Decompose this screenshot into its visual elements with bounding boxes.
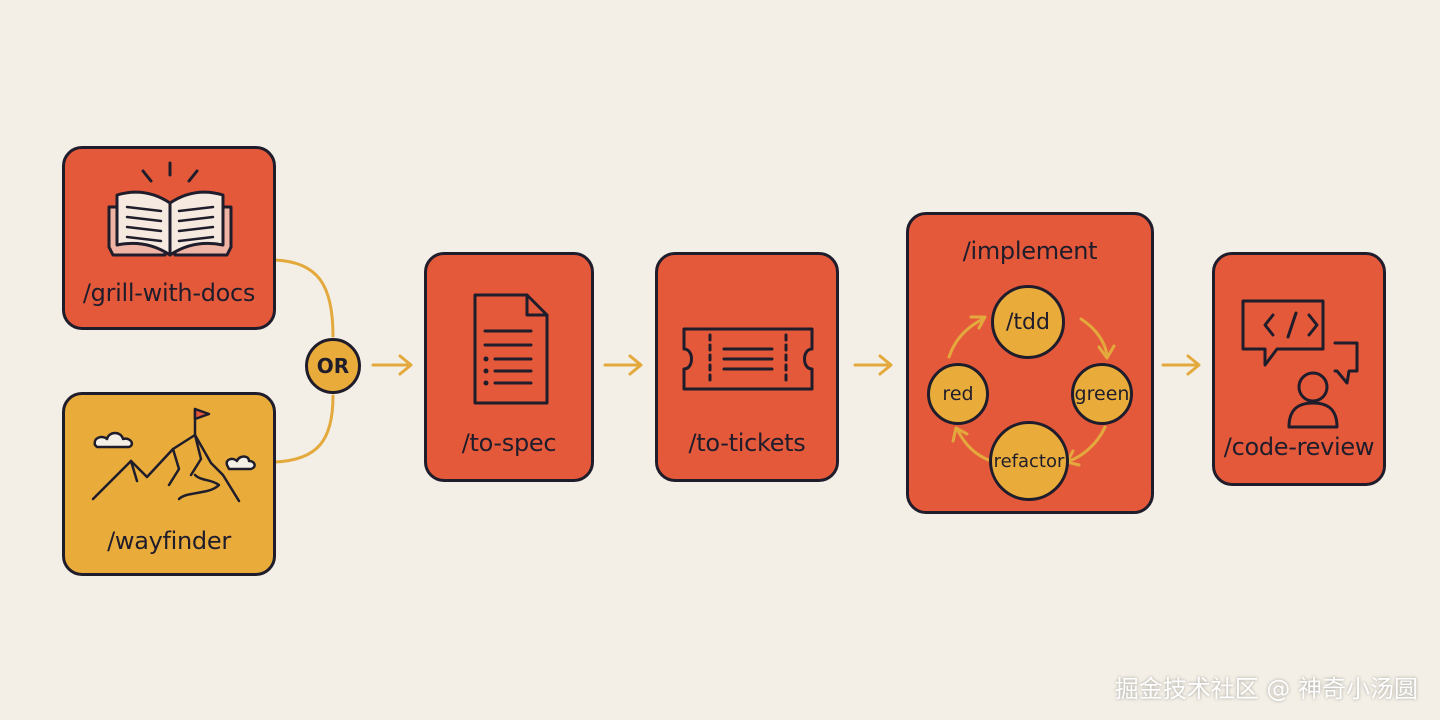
code-review-icon (1237, 295, 1367, 431)
or-badge: OR (305, 338, 361, 394)
implement-card: /implement /tdd green refactor red (906, 212, 1154, 514)
to-spec-card: /to-spec (424, 252, 594, 482)
grill-with-docs-card: /grill-with-docs (62, 146, 276, 330)
ticket-icon (680, 325, 816, 393)
cycle-arrows (947, 315, 1116, 467)
to-spec-label: /to-spec (461, 429, 557, 457)
open-book-icon (103, 159, 237, 263)
to-tickets-card: /to-tickets (655, 252, 839, 482)
document-icon (471, 291, 551, 407)
green-node: green (1071, 363, 1133, 425)
wayfinder-card: /wayfinder (62, 392, 276, 576)
code-review-card: /code-review (1212, 252, 1386, 486)
to-tickets-label: /to-tickets (688, 429, 806, 457)
wayfinder-label: /wayfinder (107, 527, 231, 555)
grill-with-docs-label: /grill-with-docs (82, 279, 256, 307)
red-node: red (927, 363, 989, 425)
implement-label: /implement (962, 237, 1098, 265)
mountain-flag-icon (91, 407, 257, 507)
tdd-node: /tdd (991, 285, 1065, 359)
watermark: 掘金技术社区 @ 神奇小汤圆 (1114, 675, 1418, 703)
refactor-node: refactor (989, 421, 1069, 501)
code-review-label: /code-review (1223, 433, 1375, 461)
